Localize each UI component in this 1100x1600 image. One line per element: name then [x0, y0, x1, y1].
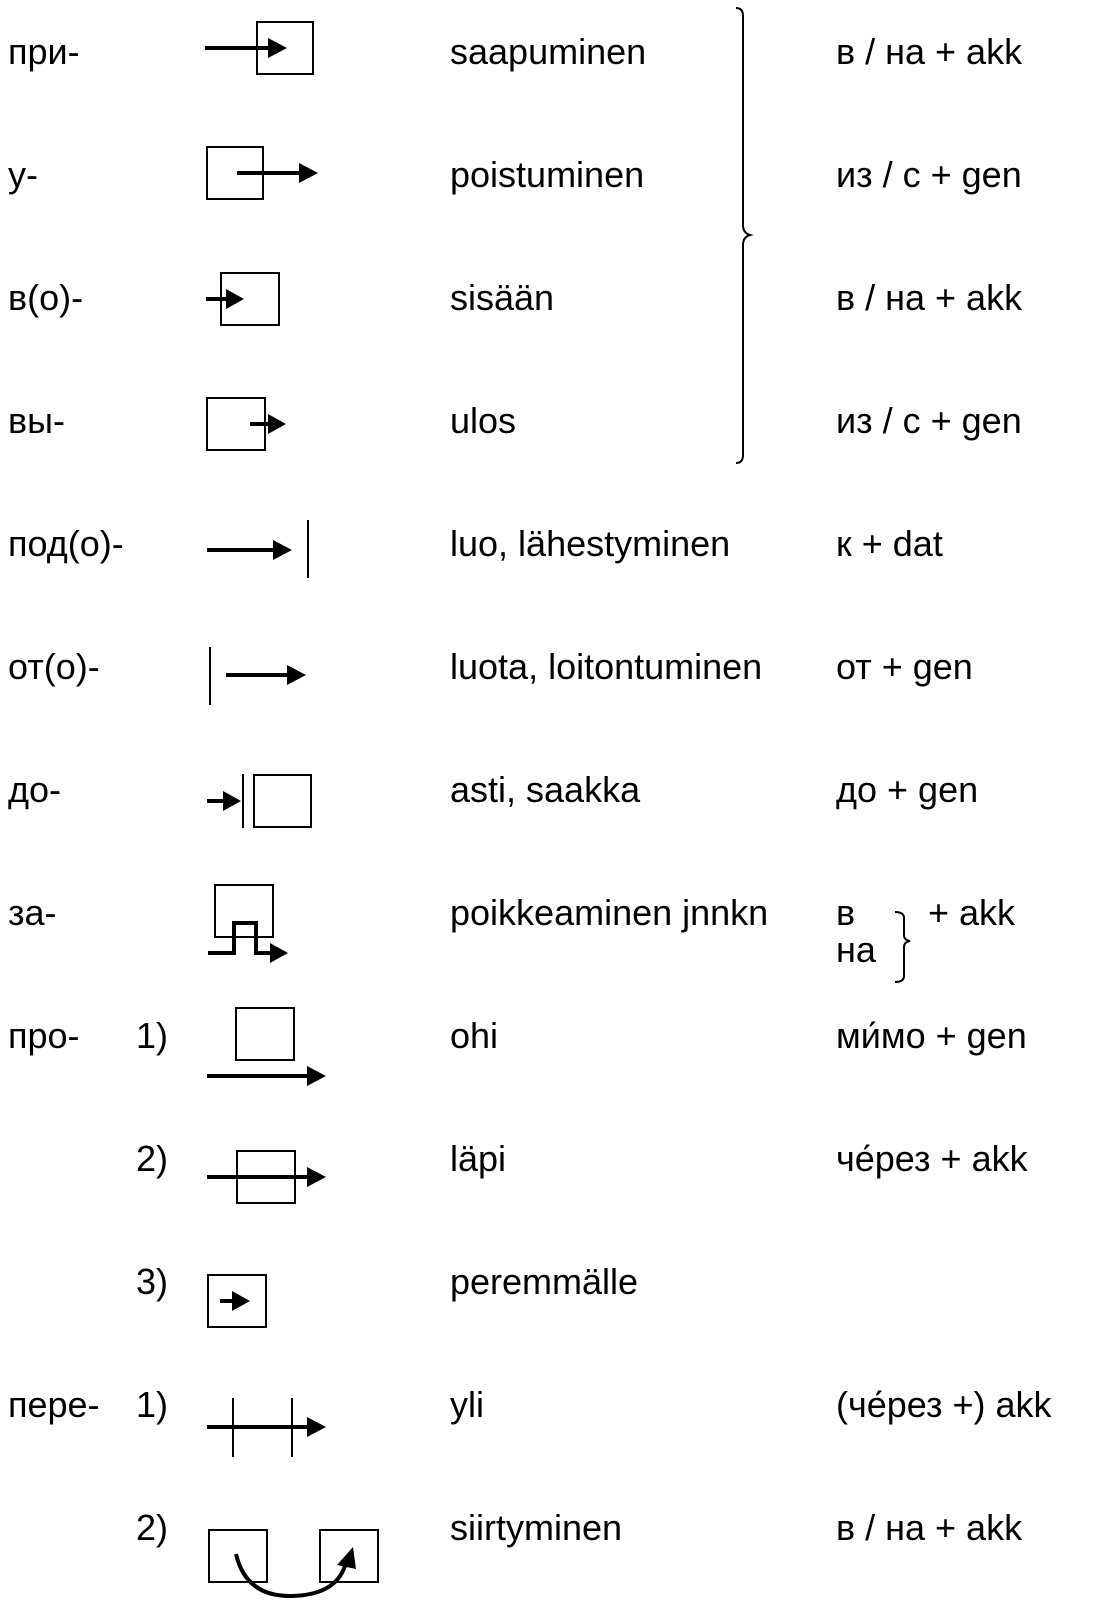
gloss-label: saapuminen	[450, 31, 647, 72]
prefix-label: от(о)-	[8, 646, 100, 687]
sense-number: 2)	[136, 1138, 169, 1179]
gloss-label: siirtyminen	[450, 1507, 623, 1548]
arrow-from-line-icon	[209, 647, 306, 705]
prefix-label: пере-	[8, 1384, 100, 1425]
gloss-label: sisään	[450, 277, 555, 318]
gloss-label: poikkeaminen jnnkn	[450, 892, 769, 933]
government-label-v: в	[836, 892, 856, 933]
arrow-until-box-icon	[207, 774, 312, 828]
arrow-inside-box-icon	[207, 1274, 267, 1328]
gloss-label: poistuminen	[450, 154, 645, 195]
gloss-label: läpi	[450, 1138, 507, 1179]
gloss-label: luota, loitontuminen	[450, 646, 763, 687]
sense-number: 3)	[136, 1261, 169, 1302]
arrow-into-box-icon	[205, 21, 314, 75]
gloss-label: yli	[450, 1384, 484, 1425]
government-label: в / на + akk	[836, 277, 1023, 318]
sense-number: 1)	[136, 1384, 169, 1425]
sense-number: 1)	[136, 1015, 169, 1056]
arrow-past-box-icon	[207, 1007, 326, 1086]
gloss-label: ulos	[450, 400, 517, 441]
gloss-label: luo, lähestyminen	[450, 523, 731, 564]
arrow-over-lines-icon	[207, 1398, 326, 1457]
group-brace	[735, 7, 754, 464]
prefix-label: за-	[8, 892, 57, 933]
arrow-through-box-icon	[207, 1150, 326, 1204]
government-label: из / с + gen	[836, 400, 1022, 441]
government-label: от + gen	[836, 646, 973, 687]
prefix-label: в(о)-	[8, 277, 84, 318]
government-label: (че́рез +) akk	[836, 1384, 1052, 1425]
arrow-exiting-box-icon	[206, 397, 286, 451]
government-label: че́рез + akk	[836, 1138, 1028, 1179]
government-label: до + gen	[836, 769, 979, 810]
government-label: в / на + akk	[836, 1507, 1023, 1548]
prefix-label: до-	[8, 769, 62, 810]
arrow-to-line-icon	[207, 520, 309, 578]
prefix-label: под(о)-	[8, 523, 124, 564]
prefix-label: у-	[8, 154, 38, 195]
government-label: к + dat	[836, 523, 943, 564]
arrow-entering-box-icon	[206, 272, 280, 326]
arrow-out-of-box-icon	[206, 146, 318, 200]
government-label-na: на	[836, 929, 876, 970]
prefix-label: вы-	[8, 400, 65, 441]
small-brace	[894, 911, 911, 983]
gloss-label: peremmälle	[450, 1261, 639, 1302]
prefix-label: про-	[8, 1015, 80, 1056]
prefix-label: при-	[8, 31, 80, 72]
government-label: ми́мо + gen	[836, 1015, 1027, 1056]
gloss-label: ohi	[450, 1015, 499, 1056]
arrow-detour-box-icon	[208, 884, 288, 963]
government-label: из / с + gen	[836, 154, 1022, 195]
government-label-suffix: + akk	[928, 892, 1016, 933]
arrow-box-to-box-icon	[208, 1529, 379, 1599]
sense-number: 2)	[136, 1507, 169, 1548]
government-label: в / на + akk	[836, 31, 1023, 72]
gloss-label: asti, saakka	[450, 769, 641, 810]
